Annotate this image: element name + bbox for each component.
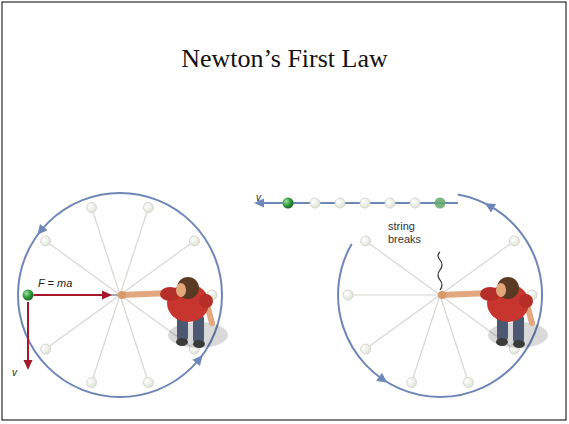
force-label-place: F = ma [38, 273, 72, 291]
string-breaks-motion [254, 195, 548, 397]
slide-border [2, 2, 566, 420]
circular-motion [18, 193, 228, 397]
velocity-label-place: v [12, 362, 17, 380]
velocity-label: v [12, 367, 17, 378]
slide-title: Newton’s First Law [181, 44, 388, 74]
note-label-place: string breaks [388, 220, 434, 247]
force-label: F = ma [38, 277, 72, 289]
slide-title-place: Newton’s First Law [0, 44, 569, 74]
velocity-label-place: v [256, 187, 261, 205]
note-label: string breaks [388, 220, 434, 246]
velocity-label: v [256, 192, 261, 203]
